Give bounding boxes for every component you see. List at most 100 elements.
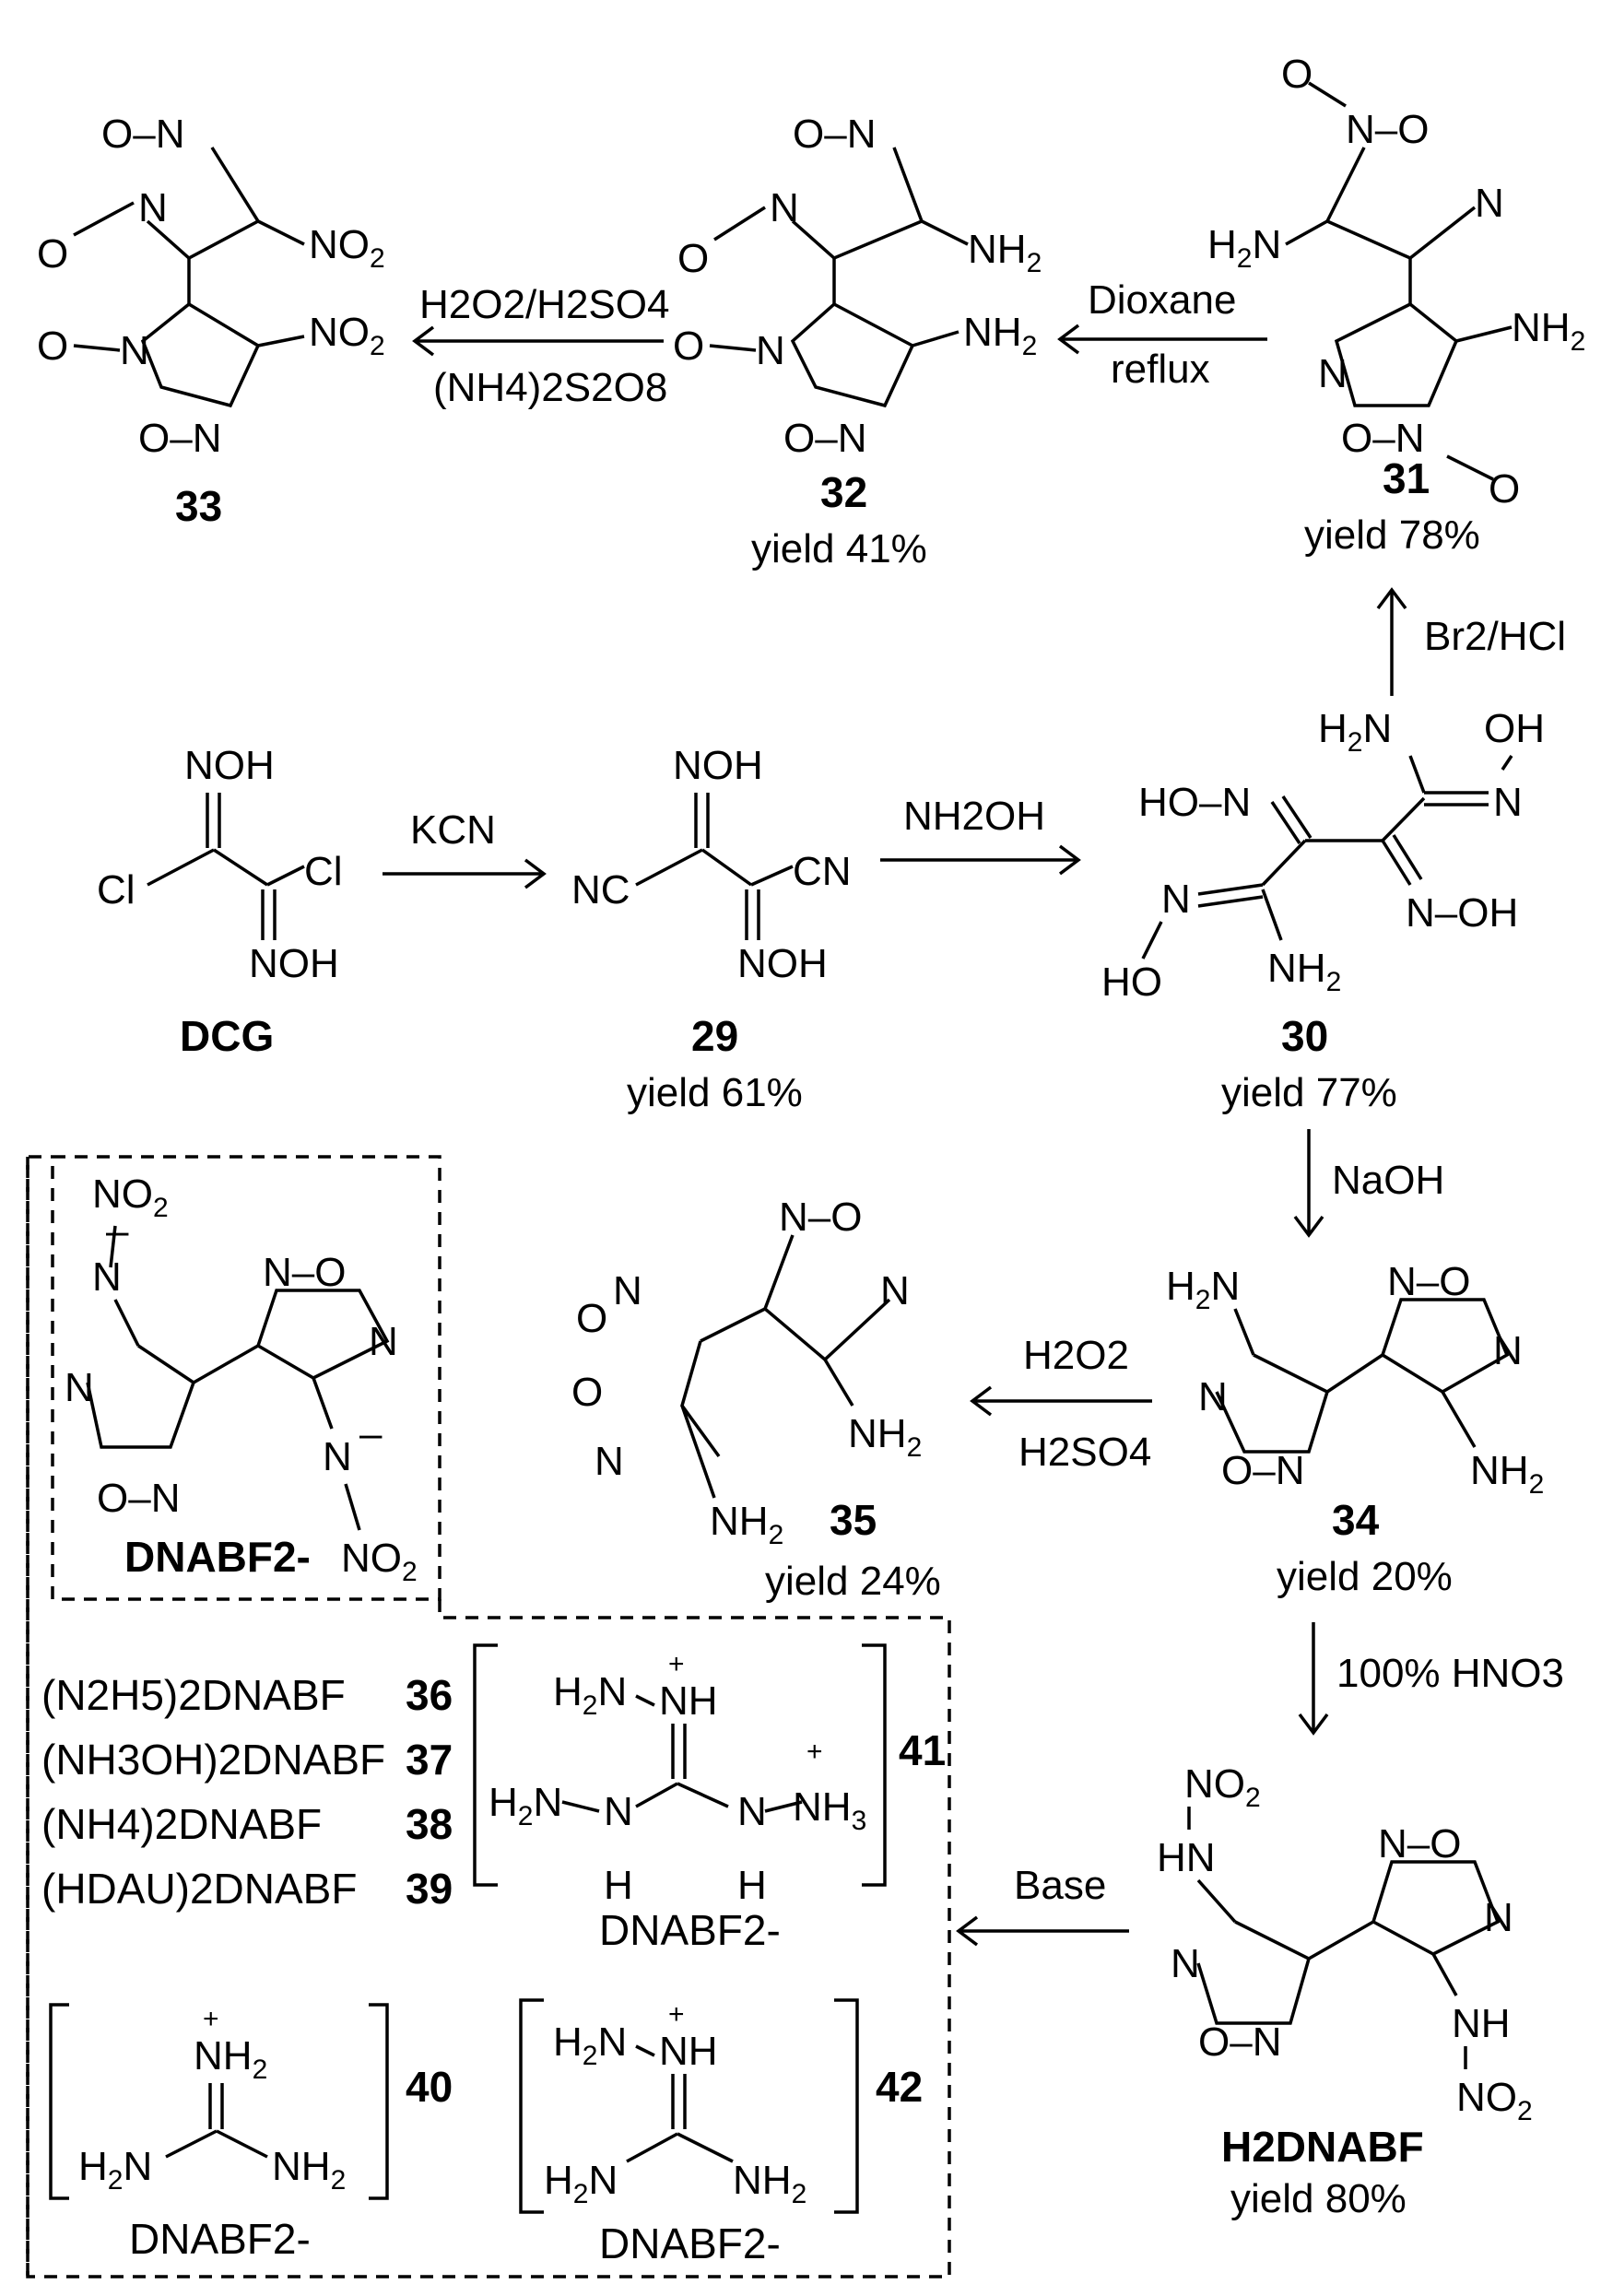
- salts-box: [26, 1155, 951, 2278]
- arrow-30-to-31: [1376, 587, 1407, 696]
- salt-37-num: 37: [406, 1736, 453, 1784]
- arrow-dcg-to-29: [383, 858, 547, 889]
- svg-text:N: N: [604, 1789, 633, 1834]
- svg-text:H: H: [604, 1863, 633, 1908]
- salt-39-num: 39: [406, 1865, 453, 1913]
- svg-text:H2N: H2N: [489, 1780, 562, 1831]
- compound-dcg-structure: NOH Cl Cl NOH: [97, 743, 343, 986]
- yield-32: yield 41%: [751, 526, 927, 571]
- svg-text:O: O: [576, 1296, 607, 1341]
- arrow-30-to-34: [1293, 1129, 1324, 1238]
- svg-text:NH2: NH2: [1470, 1448, 1544, 1500]
- svg-text:H: H: [737, 1863, 767, 1908]
- anion-41: DNABF2-: [599, 1906, 781, 1954]
- arrow-29-to-30: [880, 844, 1081, 876]
- cond-reflux: reflux: [1111, 347, 1210, 392]
- yield-30: yield 77%: [1221, 1070, 1397, 1115]
- cond-nh4-persulfate: (NH4)2S2O8: [433, 365, 667, 410]
- svg-text:N: N: [92, 1254, 122, 1300]
- svg-text:N–O: N–O: [779, 1195, 862, 1240]
- svg-text:N: N: [120, 328, 149, 373]
- label-31: 31: [1383, 454, 1430, 502]
- svg-text:–: –: [106, 1208, 129, 1254]
- svg-text:O–N: O–N: [1341, 416, 1424, 461]
- svg-text:N: N: [1484, 1895, 1513, 1940]
- yield-35: yield 24%: [765, 1559, 941, 1604]
- compound-h2dnabf-structure: NO2 HN N O–N N–O N NH NO2: [1157, 1761, 1533, 2126]
- cond-naoh: NaOH: [1332, 1158, 1444, 1203]
- svg-text:N: N: [323, 1434, 352, 1479]
- svg-text:Cl: Cl: [97, 867, 135, 913]
- svg-text:O–N: O–N: [783, 416, 866, 461]
- svg-text:O: O: [37, 231, 68, 277]
- svg-text:NH2: NH2: [733, 2158, 806, 2209]
- svg-text:N: N: [65, 1365, 94, 1410]
- compound-31-structure: O N–O N H2N N O–N O NH2: [1207, 52, 1585, 512]
- cond-hno3: 100% HNO3: [1336, 1651, 1564, 1696]
- svg-text:NH2: NH2: [1512, 305, 1585, 357]
- yield-31: yield 78%: [1304, 512, 1480, 558]
- svg-text:N–O: N–O: [1387, 1259, 1470, 1304]
- svg-text:O: O: [1281, 52, 1313, 97]
- svg-text:NO2: NO2: [92, 1172, 169, 1223]
- cation-41-structure: H2N + NH H2N N H N H + NH3: [473, 1643, 887, 1908]
- label-32: 32: [820, 468, 867, 516]
- label-42: 42: [876, 2063, 923, 2111]
- yield-34: yield 20%: [1277, 1554, 1453, 1599]
- svg-text:H2N: H2N: [553, 2019, 627, 2071]
- compound-29-structure: NOH NC CN NOH: [571, 743, 852, 986]
- salt-37-formula: (NH3OH)2DNABF: [41, 1736, 385, 1784]
- svg-text:N: N: [1493, 780, 1523, 825]
- svg-text:N: N: [756, 328, 785, 373]
- svg-text:N: N: [1493, 1328, 1523, 1373]
- arrow-32-to-33: [412, 325, 664, 357]
- anion-42: DNABF2-: [599, 2219, 781, 2267]
- svg-text:NOH: NOH: [184, 743, 275, 788]
- svg-text:NH2: NH2: [848, 1411, 922, 1463]
- svg-text:O–N: O–N: [138, 416, 221, 461]
- salt-36-num: 36: [406, 1671, 453, 1719]
- svg-text:Cl: Cl: [304, 849, 343, 894]
- label-33: 33: [175, 482, 222, 530]
- svg-text:+: +: [668, 1649, 685, 1679]
- svg-text:HO–N: HO–N: [1138, 780, 1251, 825]
- arrow-base: [956, 1915, 1129, 1947]
- svg-text:NH2: NH2: [710, 1499, 783, 1550]
- svg-text:NO2: NO2: [1456, 2075, 1533, 2126]
- cond-base: Base: [1014, 1863, 1106, 1908]
- svg-text:O: O: [571, 1370, 603, 1415]
- yield-h2dnabf: yield 80%: [1230, 2176, 1407, 2221]
- svg-text:NH3: NH3: [793, 1784, 866, 1836]
- cond-kcn: KCN: [410, 807, 496, 853]
- svg-text:N: N: [1318, 351, 1348, 396]
- label-dcg: DCG: [180, 1012, 274, 1060]
- svg-text:NOH: NOH: [249, 941, 339, 986]
- svg-text:O–N: O–N: [793, 112, 876, 157]
- svg-text:N: N: [1161, 877, 1191, 922]
- svg-text:N: N: [737, 1789, 767, 1834]
- svg-text:NH2: NH2: [968, 227, 1042, 278]
- svg-text:N: N: [613, 1268, 642, 1313]
- svg-text:H2N: H2N: [78, 2144, 152, 2196]
- anion-40: DNABF2-: [129, 2215, 311, 2263]
- svg-text:N: N: [880, 1268, 910, 1313]
- cation-42-structure: H2N + NH H2N NH2: [519, 1998, 859, 2214]
- svg-text:H2N: H2N: [1207, 222, 1281, 274]
- svg-text:N: N: [1475, 181, 1504, 226]
- compound-30-structure: H2N OH N HO–N N–OH N HO NH2: [1101, 706, 1545, 1005]
- yield-29: yield 61%: [627, 1070, 803, 1115]
- svg-text:NH: NH: [659, 1678, 718, 1724]
- svg-text:O–N: O–N: [1198, 2019, 1281, 2065]
- svg-text:N–O: N–O: [1346, 107, 1429, 152]
- svg-text:NH: NH: [659, 2029, 718, 2074]
- svg-text:N–OH: N–OH: [1406, 890, 1518, 936]
- cond-br2-hcl: Br2/HCl: [1424, 614, 1566, 659]
- cond-dioxane: Dioxane: [1088, 277, 1236, 323]
- svg-text:O: O: [1489, 466, 1520, 512]
- svg-text:H2N: H2N: [1318, 706, 1392, 758]
- svg-text:O–N: O–N: [101, 112, 184, 157]
- svg-text:N–O: N–O: [1378, 1821, 1461, 1866]
- svg-text:NC: NC: [571, 867, 630, 913]
